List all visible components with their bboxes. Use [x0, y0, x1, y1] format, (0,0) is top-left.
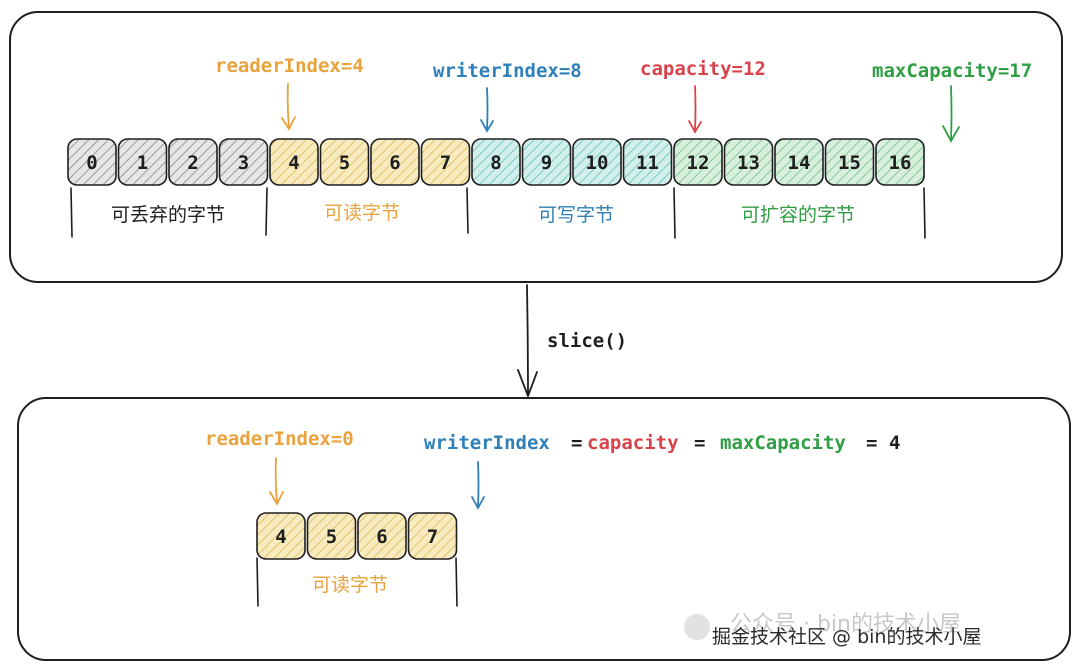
watermark-back: 公众号 · bin的技术小屋: [730, 612, 961, 637]
top-cell-13: 13: [723, 138, 774, 186]
top-reader-arrow: [281, 83, 296, 131]
bottom-value: 4: [889, 432, 900, 454]
bottom-cell-4: 4: [256, 512, 306, 560]
top-cell-label: 7: [440, 152, 451, 174]
top-cell-16: 16: [875, 138, 925, 186]
bottom-container: [17, 397, 1071, 661]
top-cell-3: 3: [218, 138, 269, 186]
bottom-max-capacity-label: maxCapacity: [720, 432, 846, 454]
top-cell-label: 3: [238, 152, 249, 174]
bottom-equals-3: =: [866, 432, 877, 454]
bottom-reader-arrow: [269, 457, 284, 506]
top-cell-label: 4: [288, 152, 299, 174]
bottom-cell-row: 4 5 6 7: [256, 512, 458, 560]
top-cell-11: 11: [622, 138, 673, 186]
segment-writable-bytes: 可写字节: [538, 204, 614, 226]
top-writer-arrow: [480, 87, 494, 133]
top-max-capacity-label: maxCapacity=17: [872, 60, 1032, 82]
top-cell-9: 9: [521, 138, 572, 186]
segment-discardable-bytes: 可丢弃的字节: [111, 204, 225, 226]
bottom-cell-7: 7: [407, 512, 458, 560]
segment-readable-bytes: 可读字节: [324, 202, 400, 224]
top-cell-5: 5: [319, 138, 370, 186]
top-writer-index-label: writerIndex=8: [433, 60, 582, 82]
bottom-segment-dividers: [256, 557, 458, 607]
top-reader-index-label: readerIndex=4: [215, 55, 364, 77]
top-capacity-label: capacity=12: [640, 58, 766, 80]
top-cell-label: 16: [889, 152, 912, 174]
top-cell-label: 9: [541, 152, 552, 174]
top-cell-0: 0: [67, 138, 117, 186]
top-cell-label: 5: [339, 152, 350, 174]
slice-method-label: slice(): [547, 330, 627, 352]
top-cell-12: 12: [673, 138, 723, 186]
top-cell-label: 15: [838, 152, 861, 174]
top-cell-label: 12: [687, 152, 710, 174]
wechat-icon: [684, 614, 710, 640]
bottom-writer-index-label: writerIndex: [424, 432, 550, 454]
bottom-cell-label: 6: [376, 526, 387, 548]
bottom-cell-5: 5: [306, 512, 357, 560]
top-cell-label: 8: [490, 152, 501, 174]
bottom-capacity-label: capacity: [587, 432, 679, 454]
bottom-equals-2: =: [694, 432, 705, 454]
top-cell-label: 6: [389, 152, 400, 174]
bottom-cell-6: 6: [357, 512, 407, 560]
top-cell-label: 14: [788, 152, 811, 174]
top-cell-label: 11: [636, 152, 659, 174]
top-cell-label: 13: [737, 152, 760, 174]
watermark: 公众号 · bin的技术小屋 掘金技术社区 @ bin的技术小屋: [684, 612, 981, 648]
top-cell-label: 2: [187, 152, 198, 174]
bottom-equals-1: =: [571, 432, 582, 454]
top-max-capacity-arrow: [942, 85, 960, 143]
bottom-cell-label: 5: [326, 526, 337, 548]
top-cell-7: 7: [420, 138, 471, 186]
top-cell-8: 8: [471, 138, 521, 186]
bottom-writer-arrow: [471, 461, 485, 510]
bottom-cell-label: 7: [427, 526, 438, 548]
bottom-segment-readable-bytes: 可读字节: [312, 574, 388, 596]
slice-arrow: [517, 284, 538, 399]
top-cell-1: 1: [117, 138, 168, 186]
top-cell-label: 10: [586, 152, 609, 174]
top-cell-label: 1: [137, 152, 148, 174]
bottom-cell-label: 4: [275, 526, 286, 548]
top-cell-4: 4: [269, 138, 319, 186]
top-cell-2: 2: [168, 138, 218, 186]
top-cell-15: 15: [824, 138, 875, 186]
top-cell-10: 10: [572, 138, 622, 186]
top-cell-6: 6: [370, 138, 420, 186]
top-segment-dividers: [70, 187, 926, 239]
bottom-reader-index-label: readerIndex=0: [205, 428, 354, 450]
top-cell-label: 0: [86, 152, 97, 174]
watermark-front: 掘金技术社区 @ bin的技术小屋: [712, 626, 981, 648]
top-capacity-arrow: [688, 85, 702, 134]
segment-expandable-bytes: 可扩容的字节: [741, 204, 855, 226]
top-cell-14: 14: [774, 138, 824, 186]
top-container: [9, 11, 1063, 283]
